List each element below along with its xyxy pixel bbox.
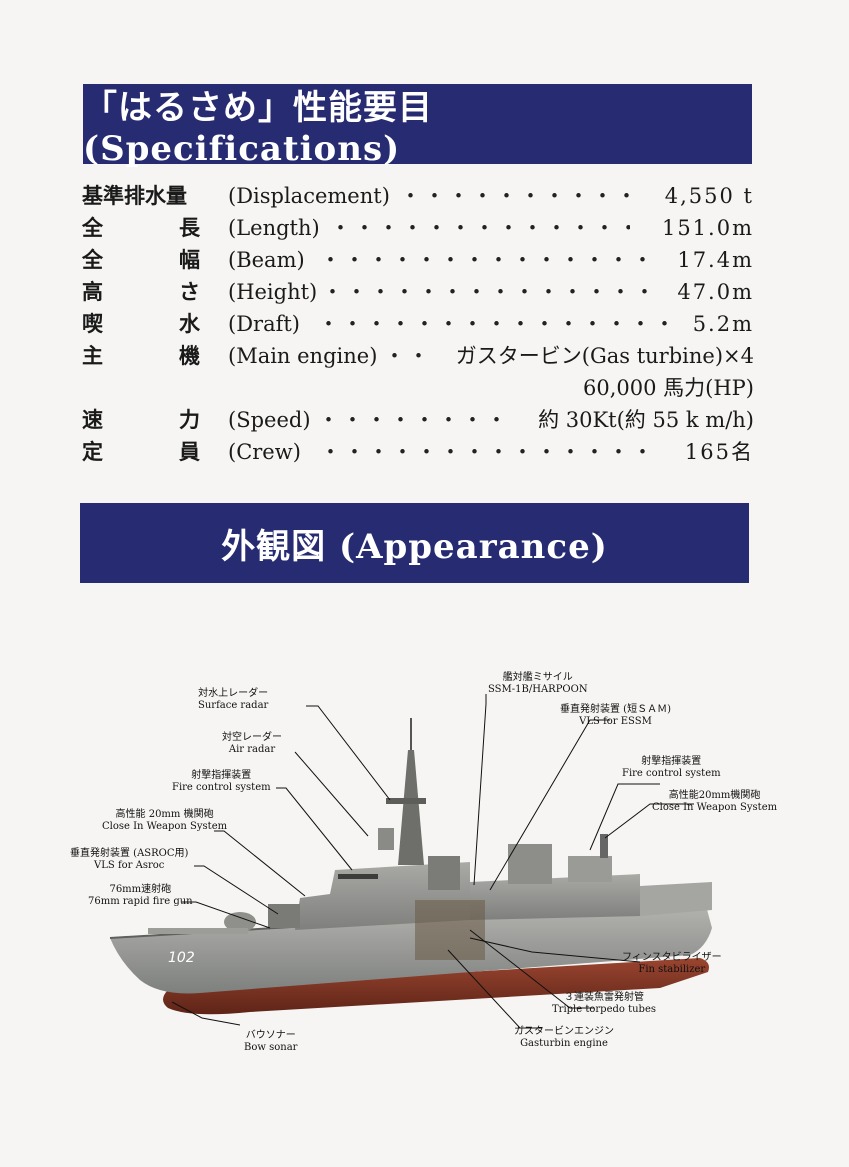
spec-value: 47.0m — [677, 280, 754, 304]
spec-row-draft: 喫水 (Draft) ・・・・・・・・・・・・・・・・・・・・・・・・・・・ 5… — [82, 308, 754, 340]
mast — [398, 750, 424, 865]
spec-label-jp: 全長 — [82, 215, 200, 240]
leader-dots: ・・・・・・・・・・・・・・・・・・・・・・・・・・ — [322, 280, 660, 304]
leader-dots: ・・・・・・・・・・・・・・ — [318, 408, 518, 432]
spec-value: 約 30Kt(約 55 k m/h) — [538, 408, 754, 432]
spec-label-jp: 基準排水量 — [82, 183, 187, 208]
spec-value: 5.2m — [692, 312, 754, 336]
spec-value: 165名 — [684, 440, 754, 464]
lower-hull — [163, 958, 709, 1015]
leader-dots: ・・・・・・・・・・・・・・・・・・・・・・・・・ — [320, 440, 650, 464]
spec-label-en: (Beam) — [228, 248, 305, 272]
spec-row-main-engine-power: 60,000 馬力(HP) — [82, 372, 754, 404]
spec-value: 4,550 t — [664, 184, 754, 208]
leader-dots: ・・・・・・・・・・・・・・・・・・・・ — [400, 184, 634, 208]
gun-turret — [224, 912, 256, 932]
spec-row-main-engine: 主機 (Main engine) ・・・ ガスタービン(Gas turbine)… — [82, 340, 754, 372]
spec-label-jp: 定員 — [82, 439, 200, 464]
spec-label-en: (Main engine) — [228, 344, 378, 368]
spec-label-en: (Length) — [228, 216, 320, 240]
spec-value: 17.4m — [677, 248, 754, 272]
leader-lines — [171, 694, 694, 1029]
appearance-title: 外観図 (Appearance) — [80, 503, 749, 583]
spec-label-en: (Draft) — [228, 312, 300, 336]
hull-number: 102 — [168, 950, 195, 966]
spec-label-jp: 喫水 — [82, 311, 200, 336]
leader-dots: ・・・・・・・・・・・・・・・・・・・・・・・・ — [330, 216, 630, 240]
funnel-forward — [428, 856, 460, 890]
spec-label-jp: 主機 — [82, 343, 200, 368]
spec-label-jp: 速力 — [82, 407, 200, 432]
leader-dots: ・・・ — [384, 344, 432, 368]
spec-value-secondary: 60,000 馬力(HP) — [583, 376, 754, 400]
leader-dots: ・・・・・・・・・・・・・・・・・・・・・・・・・・ — [320, 248, 660, 272]
spec-row-crew: 定員 (Crew) ・・・・・・・・・・・・・・・・・・・・・・・・・ 165名 — [82, 436, 754, 468]
spec-value: 151.0m — [661, 216, 754, 240]
spec-label-jp: 高さ — [82, 279, 200, 304]
spec-label-en: (Crew) — [228, 440, 301, 464]
engine-cutaway — [415, 900, 485, 960]
label-vls-asroc: 垂直発射装置 (ASROC用)VLS for Asroc — [70, 848, 189, 871]
spec-label-en: (Speed) — [228, 408, 311, 432]
ship-illustration: 102 — [109, 694, 712, 1029]
hull — [110, 902, 712, 994]
label-vls-essm: 垂直発射装置 (短ＳＡＭ)VLS for ESSM — [560, 704, 671, 727]
leader-dots: ・・・・・・・・・・・・・・・・・・・・・・・・・・・ — [318, 312, 678, 336]
specifications-table: 基準排水量 (Displacement) ・・・・・・・・・・・・・・・・・・・… — [82, 180, 754, 468]
spec-label-en: (Height) — [228, 280, 318, 304]
spec-label-en: (Displacement) — [228, 184, 390, 208]
spec-row-speed: 速力 (Speed) ・・・・・・・・・・・・・・ 約 30Kt(約 55 k … — [82, 404, 754, 436]
midship-superstructure — [470, 874, 640, 920]
spec-value: ガスタービン(Gas turbine)×4 — [455, 344, 754, 368]
funnel-aft — [508, 844, 552, 884]
vls-block — [268, 904, 300, 928]
specifications-title: 「はるさめ」性能要目 (Specifications) — [83, 84, 752, 169]
spec-row-height: 高さ (Height) ・・・・・・・・・・・・・・・・・・・・・・・・・・ 4… — [82, 276, 754, 308]
spec-label-jp: 全幅 — [82, 247, 200, 272]
spec-row-displacement: 基準排水量 (Displacement) ・・・・・・・・・・・・・・・・・・・… — [82, 180, 754, 212]
spec-row-beam: 全幅 (Beam) ・・・・・・・・・・・・・・・・・・・・・・・・・・ 17.… — [82, 244, 754, 276]
spec-row-length: 全長 (Length) ・・・・・・・・・・・・・・・・・・・・・・・・ 151… — [82, 212, 754, 244]
